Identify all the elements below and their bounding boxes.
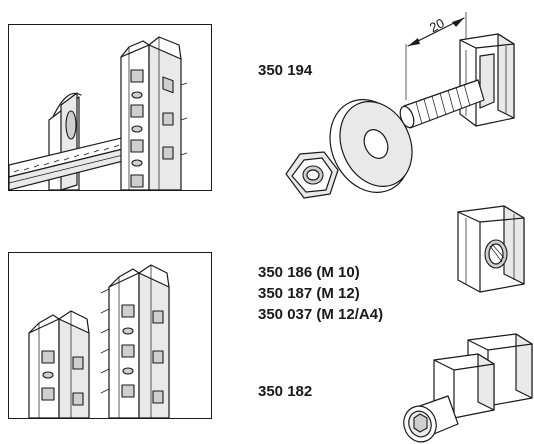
part-number-350-187: 350 187 (M 12)	[258, 285, 360, 302]
part-number-350-037: 350 037 (M 12/A4)	[258, 306, 384, 323]
rack-frame-illustration-bottom	[8, 252, 212, 419]
washer-icon	[329, 99, 413, 193]
clamp-screw-drawing	[403, 333, 533, 443]
part-number-350-194: 350 194	[258, 62, 313, 79]
slot-nut-drawing	[457, 205, 525, 293]
hex-nut-icon	[285, 151, 339, 199]
bolt-washer-nut-drawing	[285, 12, 515, 199]
part-number-350-182: 350 182	[258, 383, 313, 400]
rack-frame-illustration-top	[8, 24, 212, 191]
part-number-350-186: 350 186 (M 10)	[258, 264, 360, 281]
t-bolt-head-icon	[459, 33, 515, 127]
socket-head-screw-icon	[403, 395, 459, 443]
threaded-shank-icon	[399, 79, 485, 129]
